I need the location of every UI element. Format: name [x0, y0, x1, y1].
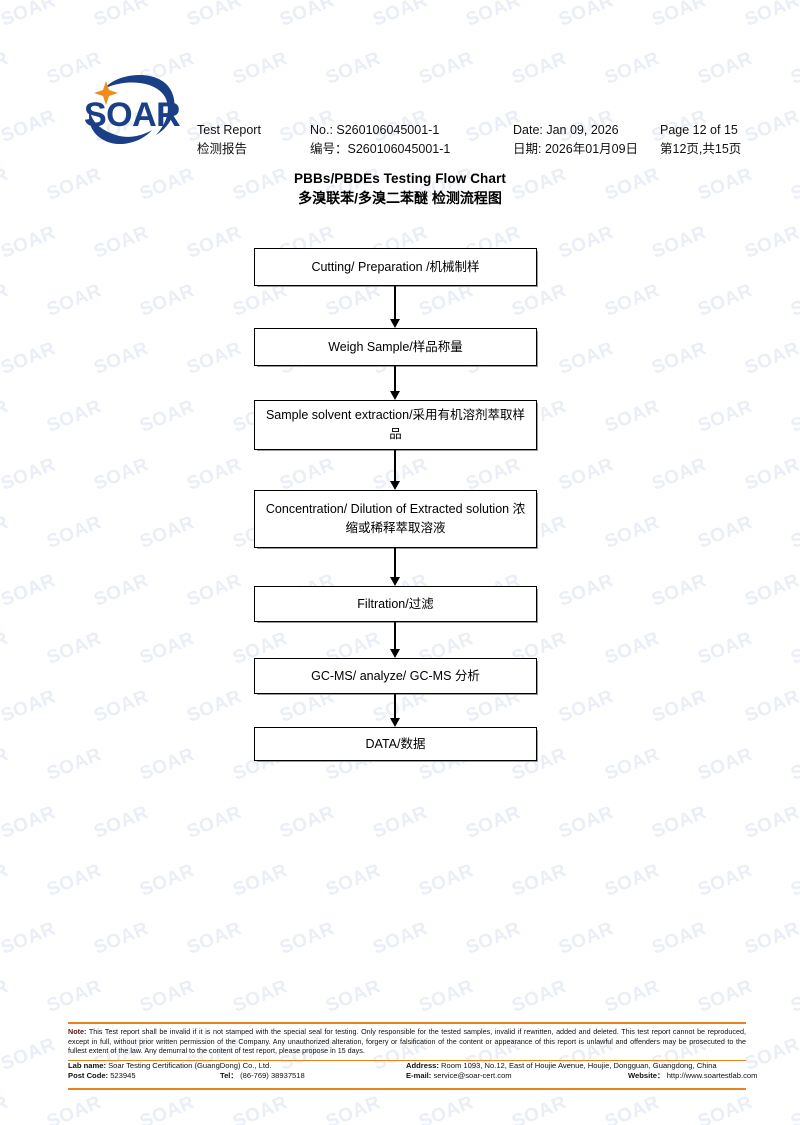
flow-step-label: Filtration/过滤 [357, 596, 434, 611]
footer-lab-name-label: Lab name: [68, 1060, 106, 1070]
flow-arrow-3 [390, 548, 400, 586]
flow-step-label: DATA/数据 [365, 736, 426, 751]
footer-note: Note: This Test report shall be invalid … [68, 1024, 746, 1060]
header-page-zh: 第12页,共15页 [660, 142, 742, 156]
header-report-number: No.: S260106045001-1 编号：S260106045001-1 [310, 121, 450, 159]
flow-step-label: GC-MS/ analyze/ GC-MS 分析 [311, 668, 480, 683]
footer-post-code-label: Post Code: [68, 1070, 109, 1080]
header-number-en: No.: S260106045001-1 [310, 123, 440, 137]
flow-arrow-1 [390, 366, 400, 400]
soar-logo-icon: SOAR [84, 74, 181, 145]
footer-top-rule [68, 1022, 746, 1024]
header-date-en: Date: Jan 09, 2026 [513, 123, 619, 137]
footer-telephone: Tel： (86-769) 38937518 [220, 1071, 305, 1081]
footer-lab-name-value: Soar Testing Certification (GuangDong) C… [105, 1060, 272, 1070]
footer-post-code-value: 523945 [108, 1070, 136, 1080]
page-title-en: PBBs/PBDEs Testing Flow Chart [294, 171, 506, 186]
footer-email[interactable]: E-mail: service@soar-cert.com [406, 1071, 512, 1081]
footer-address: Address: Room 1093, No.12, East of Houji… [406, 1061, 717, 1071]
footer-post-code: Post Code: 523945 [68, 1071, 136, 1081]
flow-arrow-2 [390, 450, 400, 490]
flow-step-extraction: Sample solvent extraction/采用有机溶剂萃取样品 [254, 400, 537, 450]
header-date-zh: 日期: 2026年01月09日 [513, 142, 639, 156]
header-report-date: Date: Jan 09, 2026 日期: 2026年01月09日 [513, 121, 638, 159]
header-report-label-en: Test Report [197, 123, 261, 137]
flow-step-label: Concentration/ Dilution of Extracted sol… [265, 502, 526, 535]
footer-website-value[interactable]: http://www.soartestlab.com [664, 1070, 758, 1080]
footer-contact: Lab name: Soar Testing Certification (Gu… [68, 1061, 757, 1088]
flow-step-cutting: Cutting/ Preparation /机械制样 [254, 248, 537, 286]
footer-address-value: Room 1093, No.12, East of Houjie Avenue,… [438, 1060, 717, 1070]
header-page-en: Page 12 of 15 [660, 123, 738, 137]
footer-lab-name: Lab name: Soar Testing Certification (Gu… [68, 1061, 271, 1071]
flow-step-data: DATA/数据 [254, 727, 537, 761]
flow-step-label: Cutting/ Preparation /机械制样 [311, 259, 480, 274]
footer-website[interactable]: Website： http://www.soartestlab.com [628, 1071, 757, 1081]
footer-email-value[interactable]: service@soar-cert.com [431, 1070, 512, 1080]
flow-step-weigh: Weigh Sample/样品称量 [254, 328, 537, 366]
header-page-number: Page 12 of 15 第12页,共15页 [660, 121, 741, 159]
flow-step-filtration: Filtration/过滤 [254, 586, 537, 622]
flow-step-label: Weigh Sample/样品称量 [328, 339, 463, 354]
header-number-zh: 编号：S260106045001-1 [310, 142, 451, 156]
flow-step-concentration: Concentration/ Dilution of Extracted sol… [254, 490, 537, 548]
footer-address-label: Address: [406, 1060, 439, 1070]
flow-arrow-5 [390, 694, 400, 727]
footer-bottom-rule [68, 1087, 746, 1090]
header-report-label: Test Report 检测报告 [197, 121, 261, 159]
page-header: SOAR Test Report 检测报告 No.: S260106045001… [0, 0, 800, 170]
page-title: PBBs/PBDEs Testing Flow Chart 多溴联苯/多溴二苯醚… [0, 169, 800, 209]
page-title-zh: 多溴联苯/多溴二苯醚 检测流程图 [298, 190, 502, 206]
flow-arrow-0 [390, 286, 400, 328]
svg-text:SOAR: SOAR [84, 96, 180, 134]
footer-tel-label: Tel： [220, 1070, 239, 1080]
flow-step-label: Sample solvent extraction/采用有机溶剂萃取样品 [265, 408, 526, 441]
footer-tel-value: (86-769) 38937518 [238, 1070, 305, 1080]
footer-website-label: Website： [628, 1070, 665, 1080]
flow-arrow-4 [390, 622, 400, 658]
footer-note-label: Note: [68, 1027, 87, 1036]
footer-email-label: E-mail: [406, 1070, 432, 1080]
page-footer: Note: This Test report shall be invalid … [68, 1022, 757, 1090]
header-report-label-zh: 检测报告 [197, 142, 248, 156]
footer-note-text: This Test report shall be invalid if it … [68, 1027, 746, 1056]
soar-logo: SOAR [76, 72, 198, 150]
footer-middle-rule [68, 1059, 746, 1061]
flow-step-gcms: GC-MS/ analyze/ GC-MS 分析 [254, 658, 537, 694]
